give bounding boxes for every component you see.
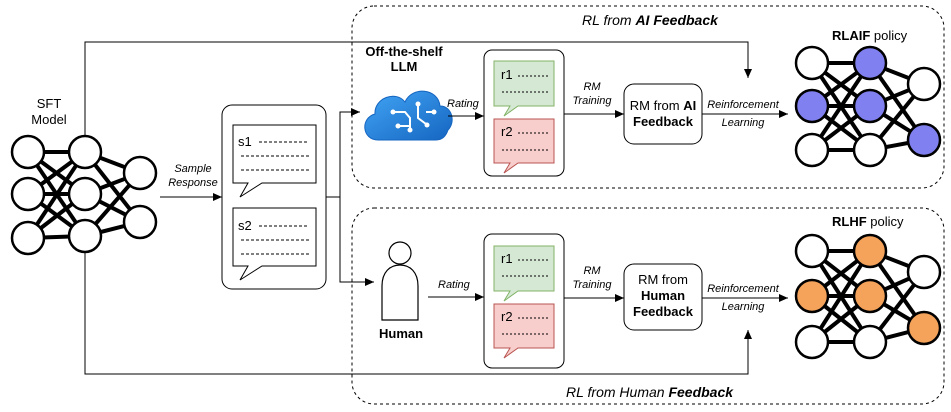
human-rating-label: Rating: [438, 279, 470, 291]
sample-response-label: Sample Response: [158, 162, 228, 190]
rm-human-line2: Human: [640, 288, 686, 303]
sft-label: SFT Model: [20, 96, 78, 128]
rm-human-line3: Feedback: [633, 304, 693, 319]
rm-human-line1: RM from: [638, 272, 688, 287]
rlaif-nodes: [794, 45, 942, 168]
samples-to-human-arrow: [339, 197, 374, 286]
sample-s2-id: s2: [238, 218, 252, 233]
rm-human-box: [623, 263, 703, 331]
llm-label-line1: Off-the-shelf: [365, 44, 443, 59]
ai-response-r1: [493, 60, 555, 117]
samples-to-llm-arrow: [326, 108, 360, 198]
ai-rm-training-label: RM Training: [562, 80, 622, 108]
human-label: Human: [379, 326, 424, 341]
sft-to-rlaif-arrow: [84, 41, 752, 136]
ai-rm-training-line1: RM: [583, 81, 601, 93]
cloud-icon: [364, 90, 453, 141]
rlhf-title-bold: Feedback: [668, 384, 734, 400]
ai-reinforcement-label: Reinforcement Learning: [700, 96, 786, 132]
human-r1-id: r1: [501, 251, 513, 266]
human-icon: [381, 241, 419, 321]
human-r2-id: r2: [501, 309, 513, 324]
rlaif-title-bold: AI Feedback: [635, 12, 718, 28]
rlhf-policy-plain: policy: [866, 214, 904, 229]
sample-label-line1: Sample: [174, 163, 212, 175]
rlhf-policy-bold: RLHF: [832, 214, 867, 229]
sft-label-line1: SFT: [36, 96, 62, 111]
ai-reinforcement-line1: Reinforcement: [707, 99, 779, 111]
rlhf-region-title: RL from Human Feedback: [566, 384, 733, 400]
ai-reinforcement-line2: Learning: [721, 117, 765, 129]
rlaif-region: [351, 5, 945, 189]
rlaif-region-title: RL from AI Feedback: [582, 12, 718, 28]
ai-rating-label: Rating: [447, 98, 479, 110]
human-reinforcement-line2: Learning: [721, 301, 765, 313]
rm-ai-bold: AI: [683, 98, 697, 113]
sample-s1-id: s1: [238, 134, 252, 149]
rlaif-policy-label: RLAIF policy: [832, 28, 907, 43]
rlaif-policy-bold: RLAIF: [832, 28, 871, 43]
rlhf-title-plain: RL from Human: [566, 384, 669, 400]
ai-rm-training-line2: Training: [572, 95, 612, 107]
ai-r1-id: r1: [501, 67, 513, 82]
llm-label: Off-the-shelf LLM: [356, 44, 452, 74]
human-rm-training-line2: Training: [572, 279, 612, 291]
llm-label-line2: LLM: [390, 59, 418, 74]
rm-ai-plain: RM from: [629, 98, 684, 113]
sft-to-rlhf-arrow: [84, 252, 752, 375]
rm-human-label: RM from Human Feedback: [624, 272, 702, 320]
rlhf-policy-label: RLHF policy: [832, 214, 904, 229]
rlaif-title-plain: RL from: [582, 12, 636, 28]
human-reinforcement-label: Reinforcement Learning: [700, 280, 786, 316]
rlhf-nodes: [794, 233, 942, 360]
human-rm-training-label: RM Training: [562, 264, 622, 292]
rm-ai-label: RM from AI Feedback: [624, 98, 702, 130]
sft-label-line2: Model: [31, 112, 67, 127]
rm-ai-feedback: Feedback: [633, 114, 693, 129]
human-reinforcement-line1: Reinforcement: [707, 283, 779, 295]
sft-nodes: [10, 134, 158, 256]
rlaif-policy-plain: policy: [870, 28, 908, 43]
ai-r2-id: r2: [501, 124, 513, 139]
sample-bubble-s1: [232, 124, 317, 198]
human-rm-training-line1: RM: [583, 265, 601, 277]
sample-label-line2: Response: [168, 177, 218, 189]
